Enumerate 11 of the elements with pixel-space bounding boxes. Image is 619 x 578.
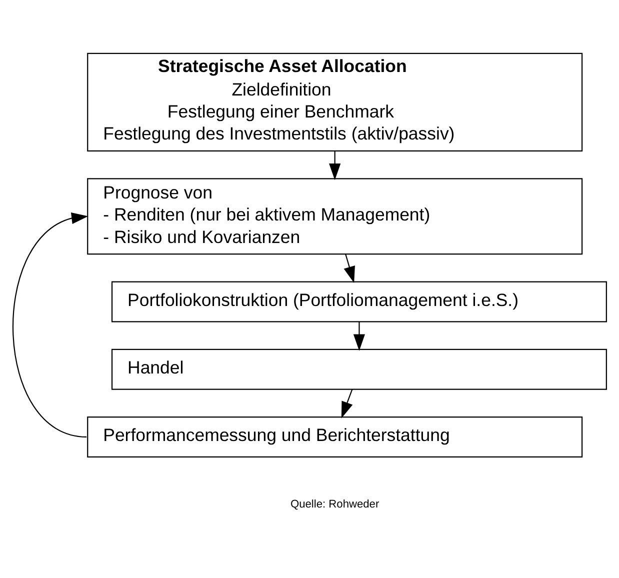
arrow: [344, 254, 355, 284]
node-box: Performancemessung und Berichterstattung: [87, 416, 583, 458]
arrow: [341, 389, 353, 418]
arrow: [329, 151, 341, 180]
node-box: Strategische Asset Allocation Zieldefinition Festlegung einer Benchmark Festlegung des Investmentstils (aktiv/passiv): [87, 52, 583, 152]
node-box: Handel: [111, 348, 607, 390]
arrow: [353, 322, 366, 351]
label: Quelle: Rohweder: [290, 498, 380, 510]
node-box: Prognose von - Renditen (nur bei aktivem Management) - Risiko und Kovarianzen: [87, 178, 583, 255]
arrow: [12, 212, 88, 438]
node-box: Portfoliokonstruktion (Portfoliomanagement i.e.S.): [111, 281, 607, 322]
